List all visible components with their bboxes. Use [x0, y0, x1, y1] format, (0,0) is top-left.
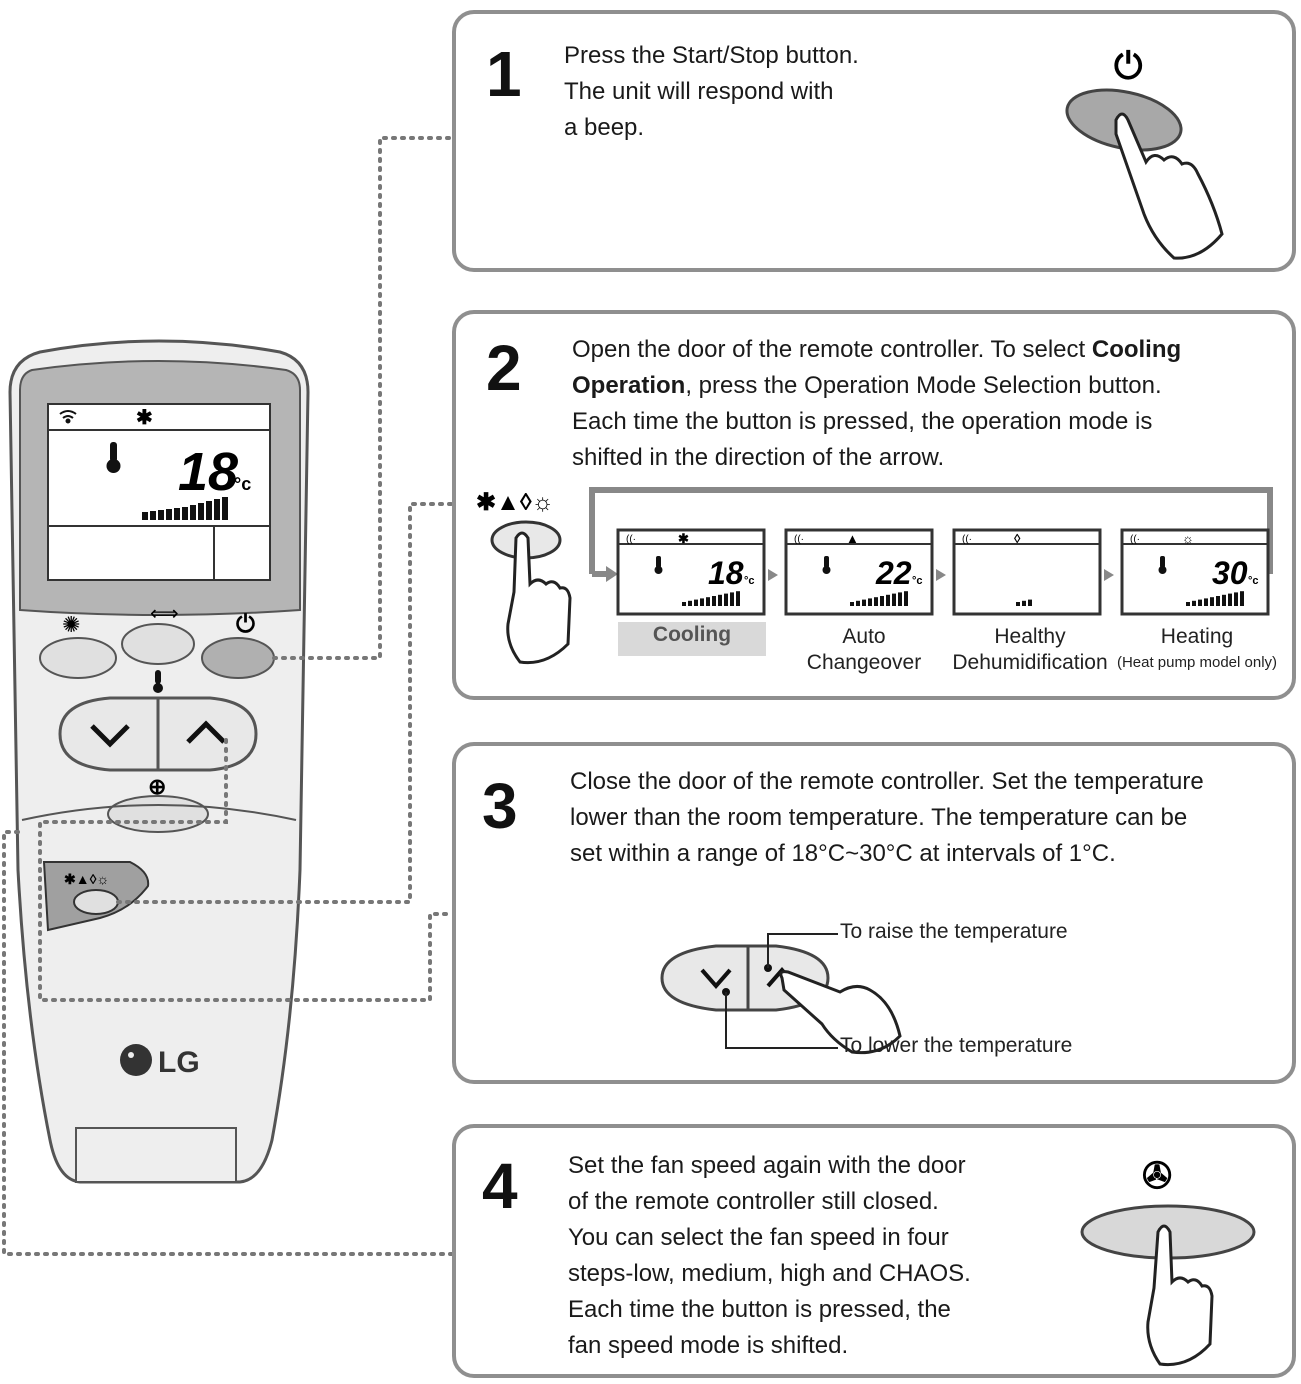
- mode-temp: 22: [875, 555, 912, 591]
- sun-icon: ☼: [1182, 531, 1194, 546]
- mode-label-auto: Auto Changeover: [806, 625, 922, 674]
- signal-icon: [59, 410, 77, 424]
- fan-button-illustration: ✇: [1080, 1155, 1256, 1367]
- snowflake-icon: ✱: [136, 407, 153, 429]
- mode-label-cooling: Cooling: [652, 623, 732, 646]
- step-3-number: 3: [482, 770, 518, 842]
- step-4-box: 4 Set the fan speed again with the door …: [452, 1124, 1296, 1378]
- lg-brand-text: LG: [158, 1046, 200, 1079]
- step-1-box: 1 Press the Start/Stop button. The unit …: [452, 10, 1296, 272]
- snowflake-icon: ✱: [678, 531, 689, 546]
- signal-icon: ((·: [962, 534, 972, 545]
- thermometer-small-icon: [153, 670, 163, 693]
- signal-icon: ((·: [794, 534, 804, 545]
- mode-icons-small: ✱▲◊☼: [64, 871, 109, 887]
- start-stop-press-illustration: ⏻: [1065, 45, 1224, 260]
- temp-up-button[interactable]: [186, 720, 226, 744]
- step-1-text: Press the Start/Stop button. The unit wi…: [564, 42, 859, 141]
- mode-screen-1: ((· ✱ 18°c: [616, 528, 766, 616]
- remote-control: ✱ 18 °c ✺ ⟺ ⏻ ⊕ ✱▲◊☼ LG: [2, 136, 460, 1256]
- step-2-box: 2 Open the door of the remote controller…: [452, 310, 1296, 700]
- raise-temp-callout: To raise the temperature: [840, 920, 1068, 943]
- lg-logo: LG: [120, 1044, 200, 1079]
- leader-lines: [2, 136, 460, 1256]
- step-2-text: Open the door of the remote controller. …: [572, 336, 1182, 471]
- remote-display-temp: 18: [178, 442, 238, 502]
- pointing-hand-icon: [1114, 112, 1224, 260]
- auto-icon: ▲: [846, 531, 859, 546]
- step-4-number: 4: [482, 1150, 518, 1222]
- step-1-number: 1: [486, 38, 522, 110]
- signal-icon: ((·: [626, 534, 636, 545]
- fan-speed-button[interactable]: [39, 637, 117, 679]
- power-icon: ⏻: [1114, 45, 1143, 86]
- swing-button[interactable]: [121, 623, 195, 665]
- thermometer-icon: [106, 442, 121, 473]
- droplet-icon: ◊: [1014, 531, 1021, 546]
- mode-temp-unit: °c: [1248, 575, 1259, 587]
- pointing-hand-icon: [506, 531, 572, 665]
- mode-button-remote[interactable]: [73, 889, 119, 915]
- step-4-text: Set the fan speed again with the door of…: [568, 1152, 971, 1359]
- mode-temp: 18: [708, 555, 744, 591]
- thermometer-icon: [1160, 556, 1165, 568]
- fan-icon: ✇: [1142, 1155, 1172, 1196]
- swing-icon: ⟺: [150, 603, 179, 625]
- jet-cool-icon: ⊕: [148, 774, 166, 799]
- pressing-hand-icon: [779, 970, 902, 1055]
- mode-label-dehumidification: Healthy Dehumidification: [952, 625, 1108, 674]
- thermometer-icon: [656, 556, 661, 568]
- step-3-box: 3 Close the door of the remote controlle…: [452, 742, 1296, 1084]
- fan-level-bars: [142, 497, 228, 520]
- mode-screen-2: ((· ▲ 22°c: [784, 528, 934, 616]
- mode-temp-unit: °c: [912, 575, 923, 587]
- pointing-hand-icon: [1146, 1224, 1214, 1367]
- remote-display-unit: °c: [234, 474, 251, 494]
- power-icon: ⏻: [236, 611, 255, 638]
- fan-swirl-icon: ✺: [62, 612, 80, 637]
- mode-screen-4: ((· ☼ 30°c: [1120, 528, 1270, 616]
- lcd-screen: [47, 403, 271, 581]
- step-2-number: 2: [486, 332, 522, 404]
- jet-cool-button[interactable]: [107, 795, 209, 833]
- step-3-text: Close the door of the remote controller.…: [570, 768, 1204, 867]
- temp-down-icon[interactable]: [700, 968, 732, 990]
- mode-icons: ✱▲◊☼: [476, 489, 554, 516]
- signal-icon: ((·: [1130, 534, 1140, 545]
- temp-down-button[interactable]: [90, 724, 130, 748]
- mode-screen-3: ((· ◊: [952, 528, 1102, 616]
- mode-temp: 30: [1212, 555, 1248, 591]
- start-stop-button[interactable]: [201, 637, 275, 679]
- mode-temp-unit: °c: [744, 575, 755, 587]
- thermometer-icon: [824, 556, 829, 568]
- cooling-label-highlight: [618, 622, 766, 656]
- mode-label-heating: Heating (Heat pump model only): [1116, 625, 1278, 671]
- battery-door: [75, 1127, 237, 1183]
- lower-temp-callout: To lower the temperature: [840, 1034, 1073, 1057]
- mode-sequence-diagram: ✱▲◊☼ ((·✱18°c((·▲22°c((·◊((·☼30°c: [476, 487, 1273, 665]
- temp-button-illustration: [660, 933, 902, 1055]
